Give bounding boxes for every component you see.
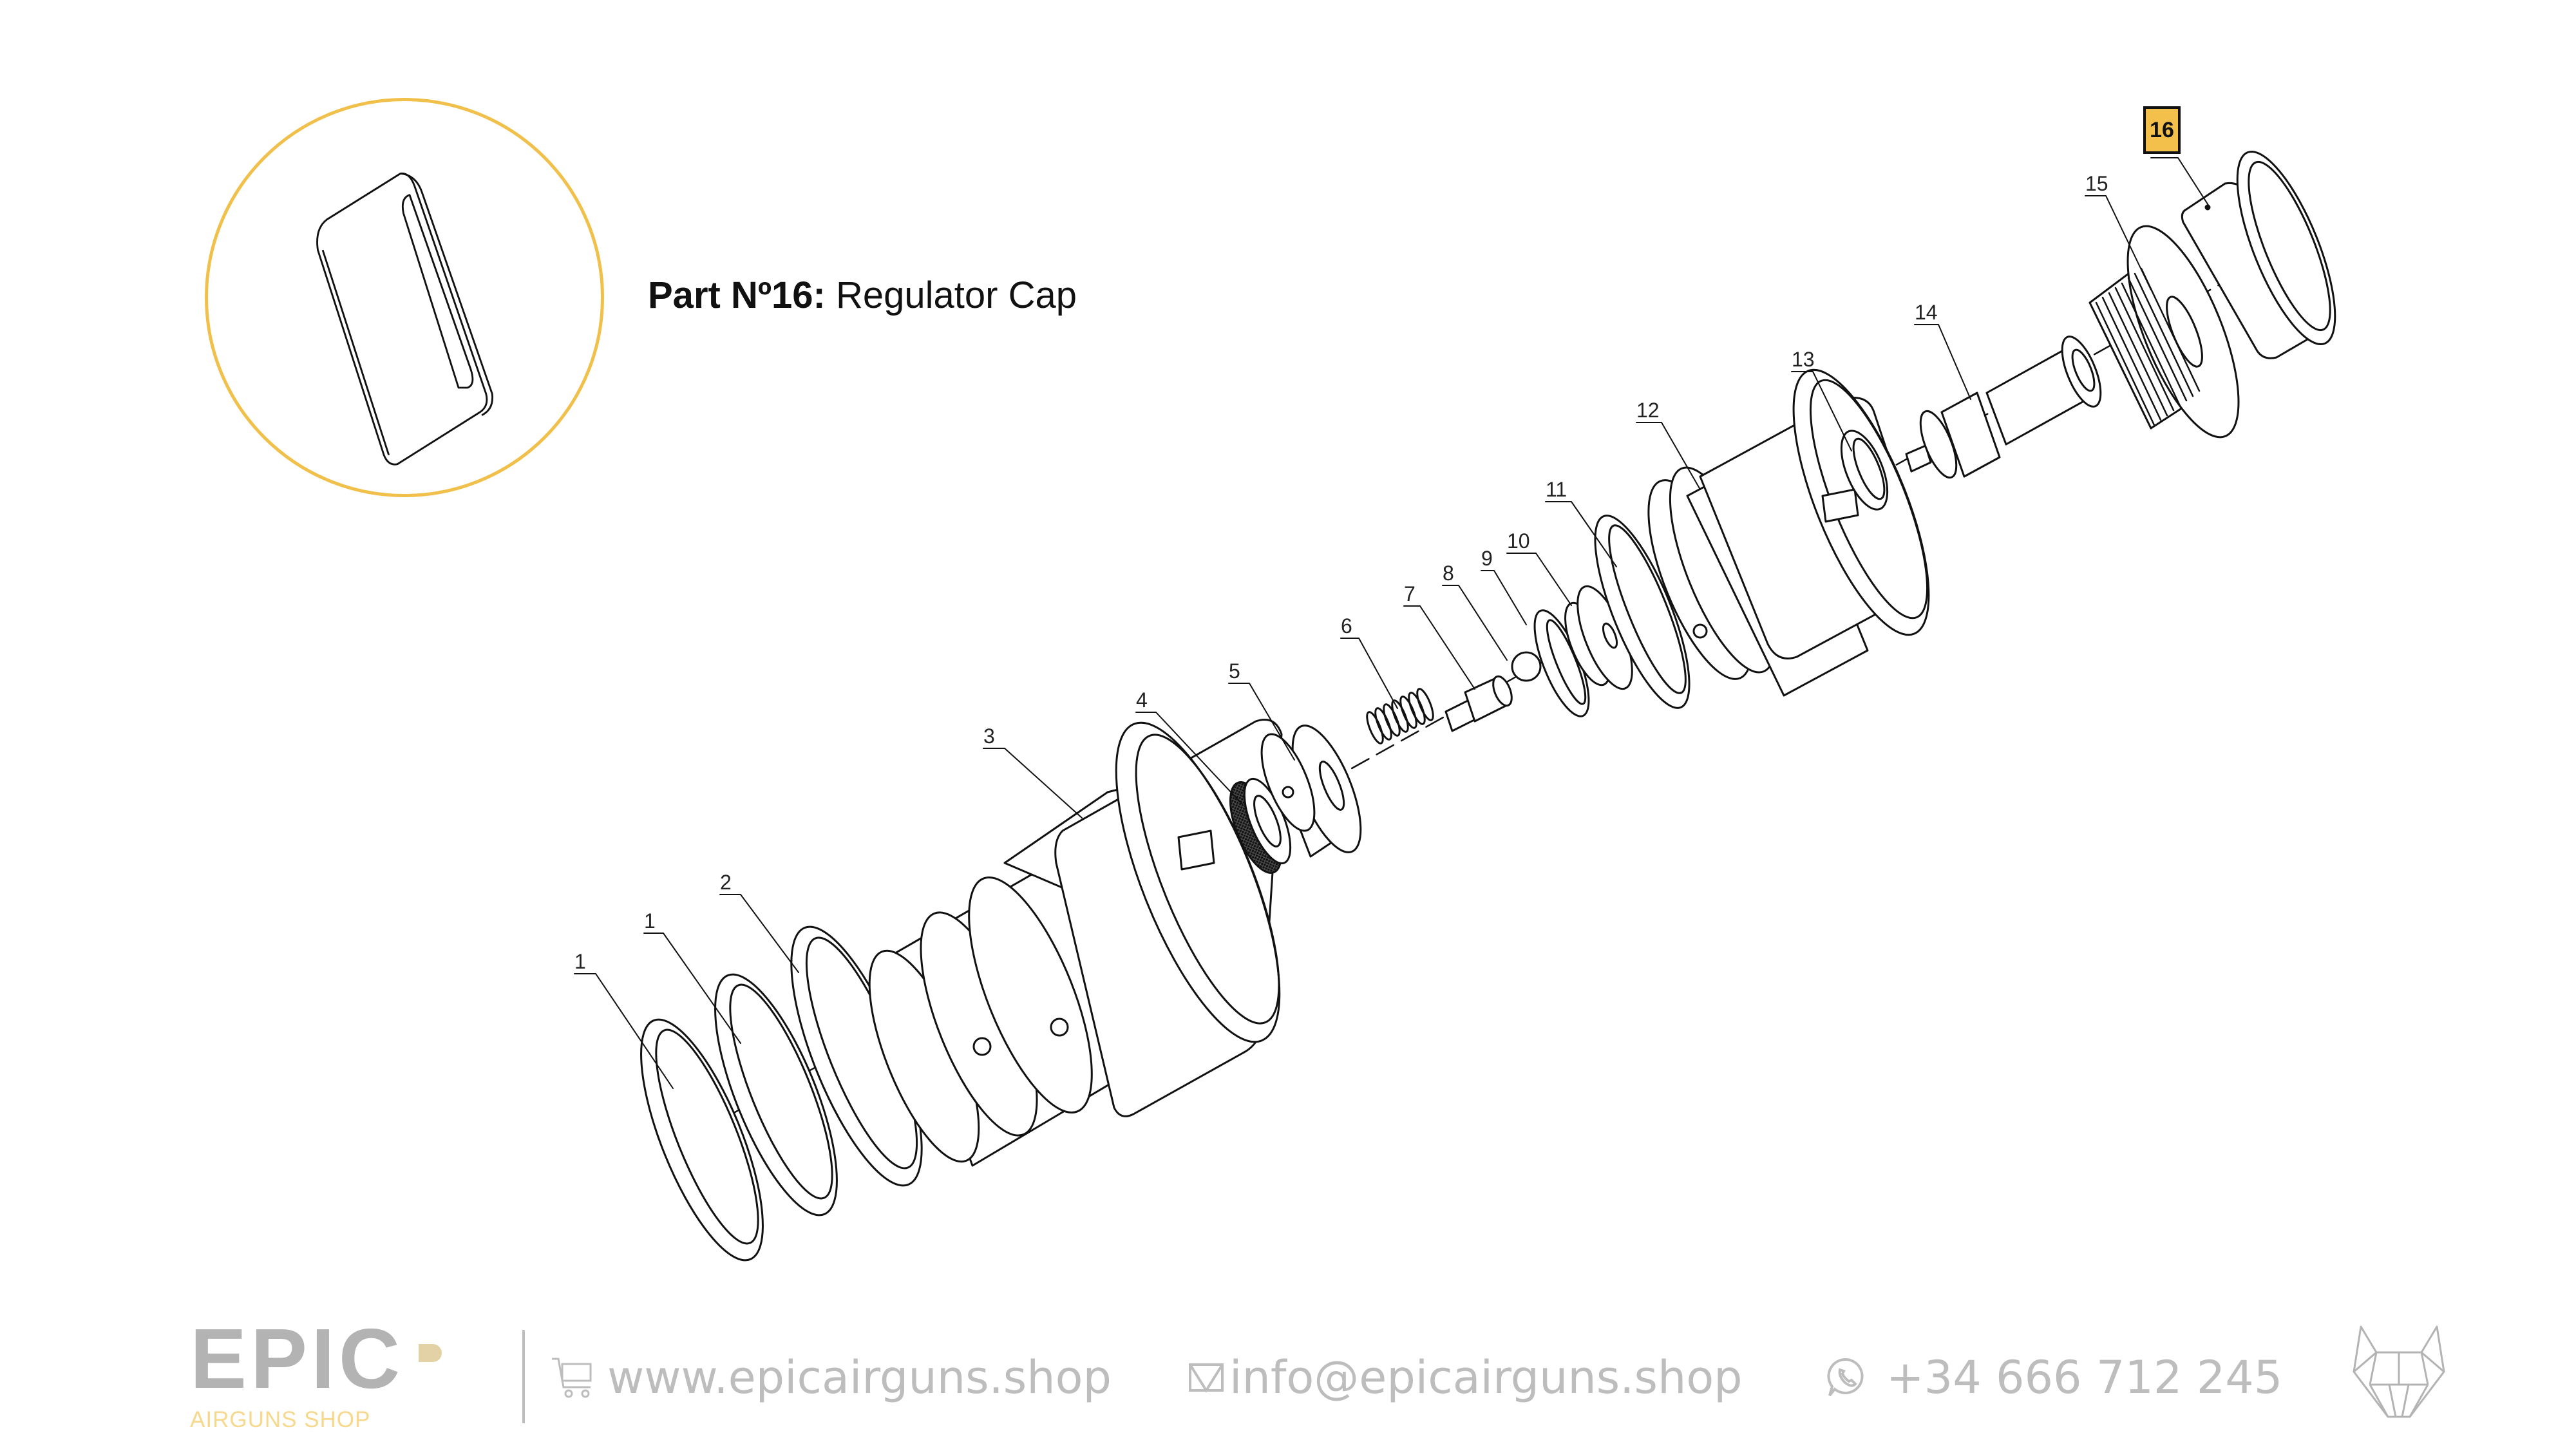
part-3-regulator-body xyxy=(868,719,1315,1167)
email-text: info@epicairguns.shop xyxy=(1229,1351,1743,1404)
part-5-seat-holder xyxy=(1260,724,1362,858)
logo-subtitle: AIRGUNS SHOP xyxy=(190,1407,371,1432)
part-16-regulator-cap xyxy=(2181,150,2336,359)
part-1-oring-b xyxy=(714,973,838,1217)
part-6-spring xyxy=(1366,688,1434,744)
part-1-oring-a xyxy=(640,1018,764,1262)
callout-1a: 1 xyxy=(574,950,586,973)
callout-7: 7 xyxy=(1404,582,1416,605)
part-title-name: Regulator Cap xyxy=(835,274,1077,316)
website-text: www.epicairguns.shop xyxy=(607,1351,1112,1404)
logo-wordmark: EPIC xyxy=(190,1311,404,1406)
callout-16-highlighted-badge: 16 xyxy=(2143,106,2181,154)
callout-10: 10 xyxy=(1507,529,1530,553)
wolf-head-logo-icon xyxy=(2353,1325,2445,1418)
part-15-threaded-sleeve xyxy=(2088,225,2240,439)
shopping-cart-icon xyxy=(552,1358,592,1398)
phone-text: +34 666 712 245 xyxy=(1886,1351,2283,1404)
envelope-icon xyxy=(1189,1363,1224,1393)
part-12-regulator-housing xyxy=(1647,368,1930,697)
part-14-piston xyxy=(1905,336,2102,479)
part-13-oring xyxy=(1840,430,1889,511)
regulator-cap-thumbnail xyxy=(316,172,494,466)
part-title: Part Nº16: Regulator Cap xyxy=(648,274,1077,317)
callout-5: 5 xyxy=(1229,659,1240,683)
callout-11: 11 xyxy=(1546,478,1567,501)
part-7-pin xyxy=(1444,675,1513,732)
part-title-prefix: Part Nº16: xyxy=(648,274,826,316)
callout-3: 3 xyxy=(983,724,995,748)
part-11-oring xyxy=(1594,515,1690,709)
callout-6: 6 xyxy=(1341,614,1352,638)
callout-15: 15 xyxy=(2085,172,2108,195)
callout-8: 8 xyxy=(1443,562,1454,585)
callout-13: 13 xyxy=(1792,348,1815,371)
logo-accent-shape xyxy=(419,1344,442,1362)
part-preview-circle xyxy=(205,98,604,497)
callout-12: 12 xyxy=(1636,399,1660,422)
part-8-ball xyxy=(1511,651,1542,682)
callout-2: 2 xyxy=(720,871,732,894)
website-link[interactable]: www.epicairguns.shop xyxy=(551,1351,1112,1404)
callout-9: 9 xyxy=(1481,547,1493,570)
email-link[interactable]: info@epicairguns.shop xyxy=(1188,1351,1743,1404)
callout-14: 14 xyxy=(1915,301,1938,324)
phone-link[interactable]: +34 666 712 245 xyxy=(1826,1351,2282,1404)
callout-1b: 1 xyxy=(644,909,656,933)
callout-4: 4 xyxy=(1136,688,1148,712)
footer-divider xyxy=(522,1330,525,1423)
epic-logo[interactable]: EPIC AIRGUNS SHOP xyxy=(190,1311,448,1433)
whatsapp-icon xyxy=(1827,1358,1864,1397)
